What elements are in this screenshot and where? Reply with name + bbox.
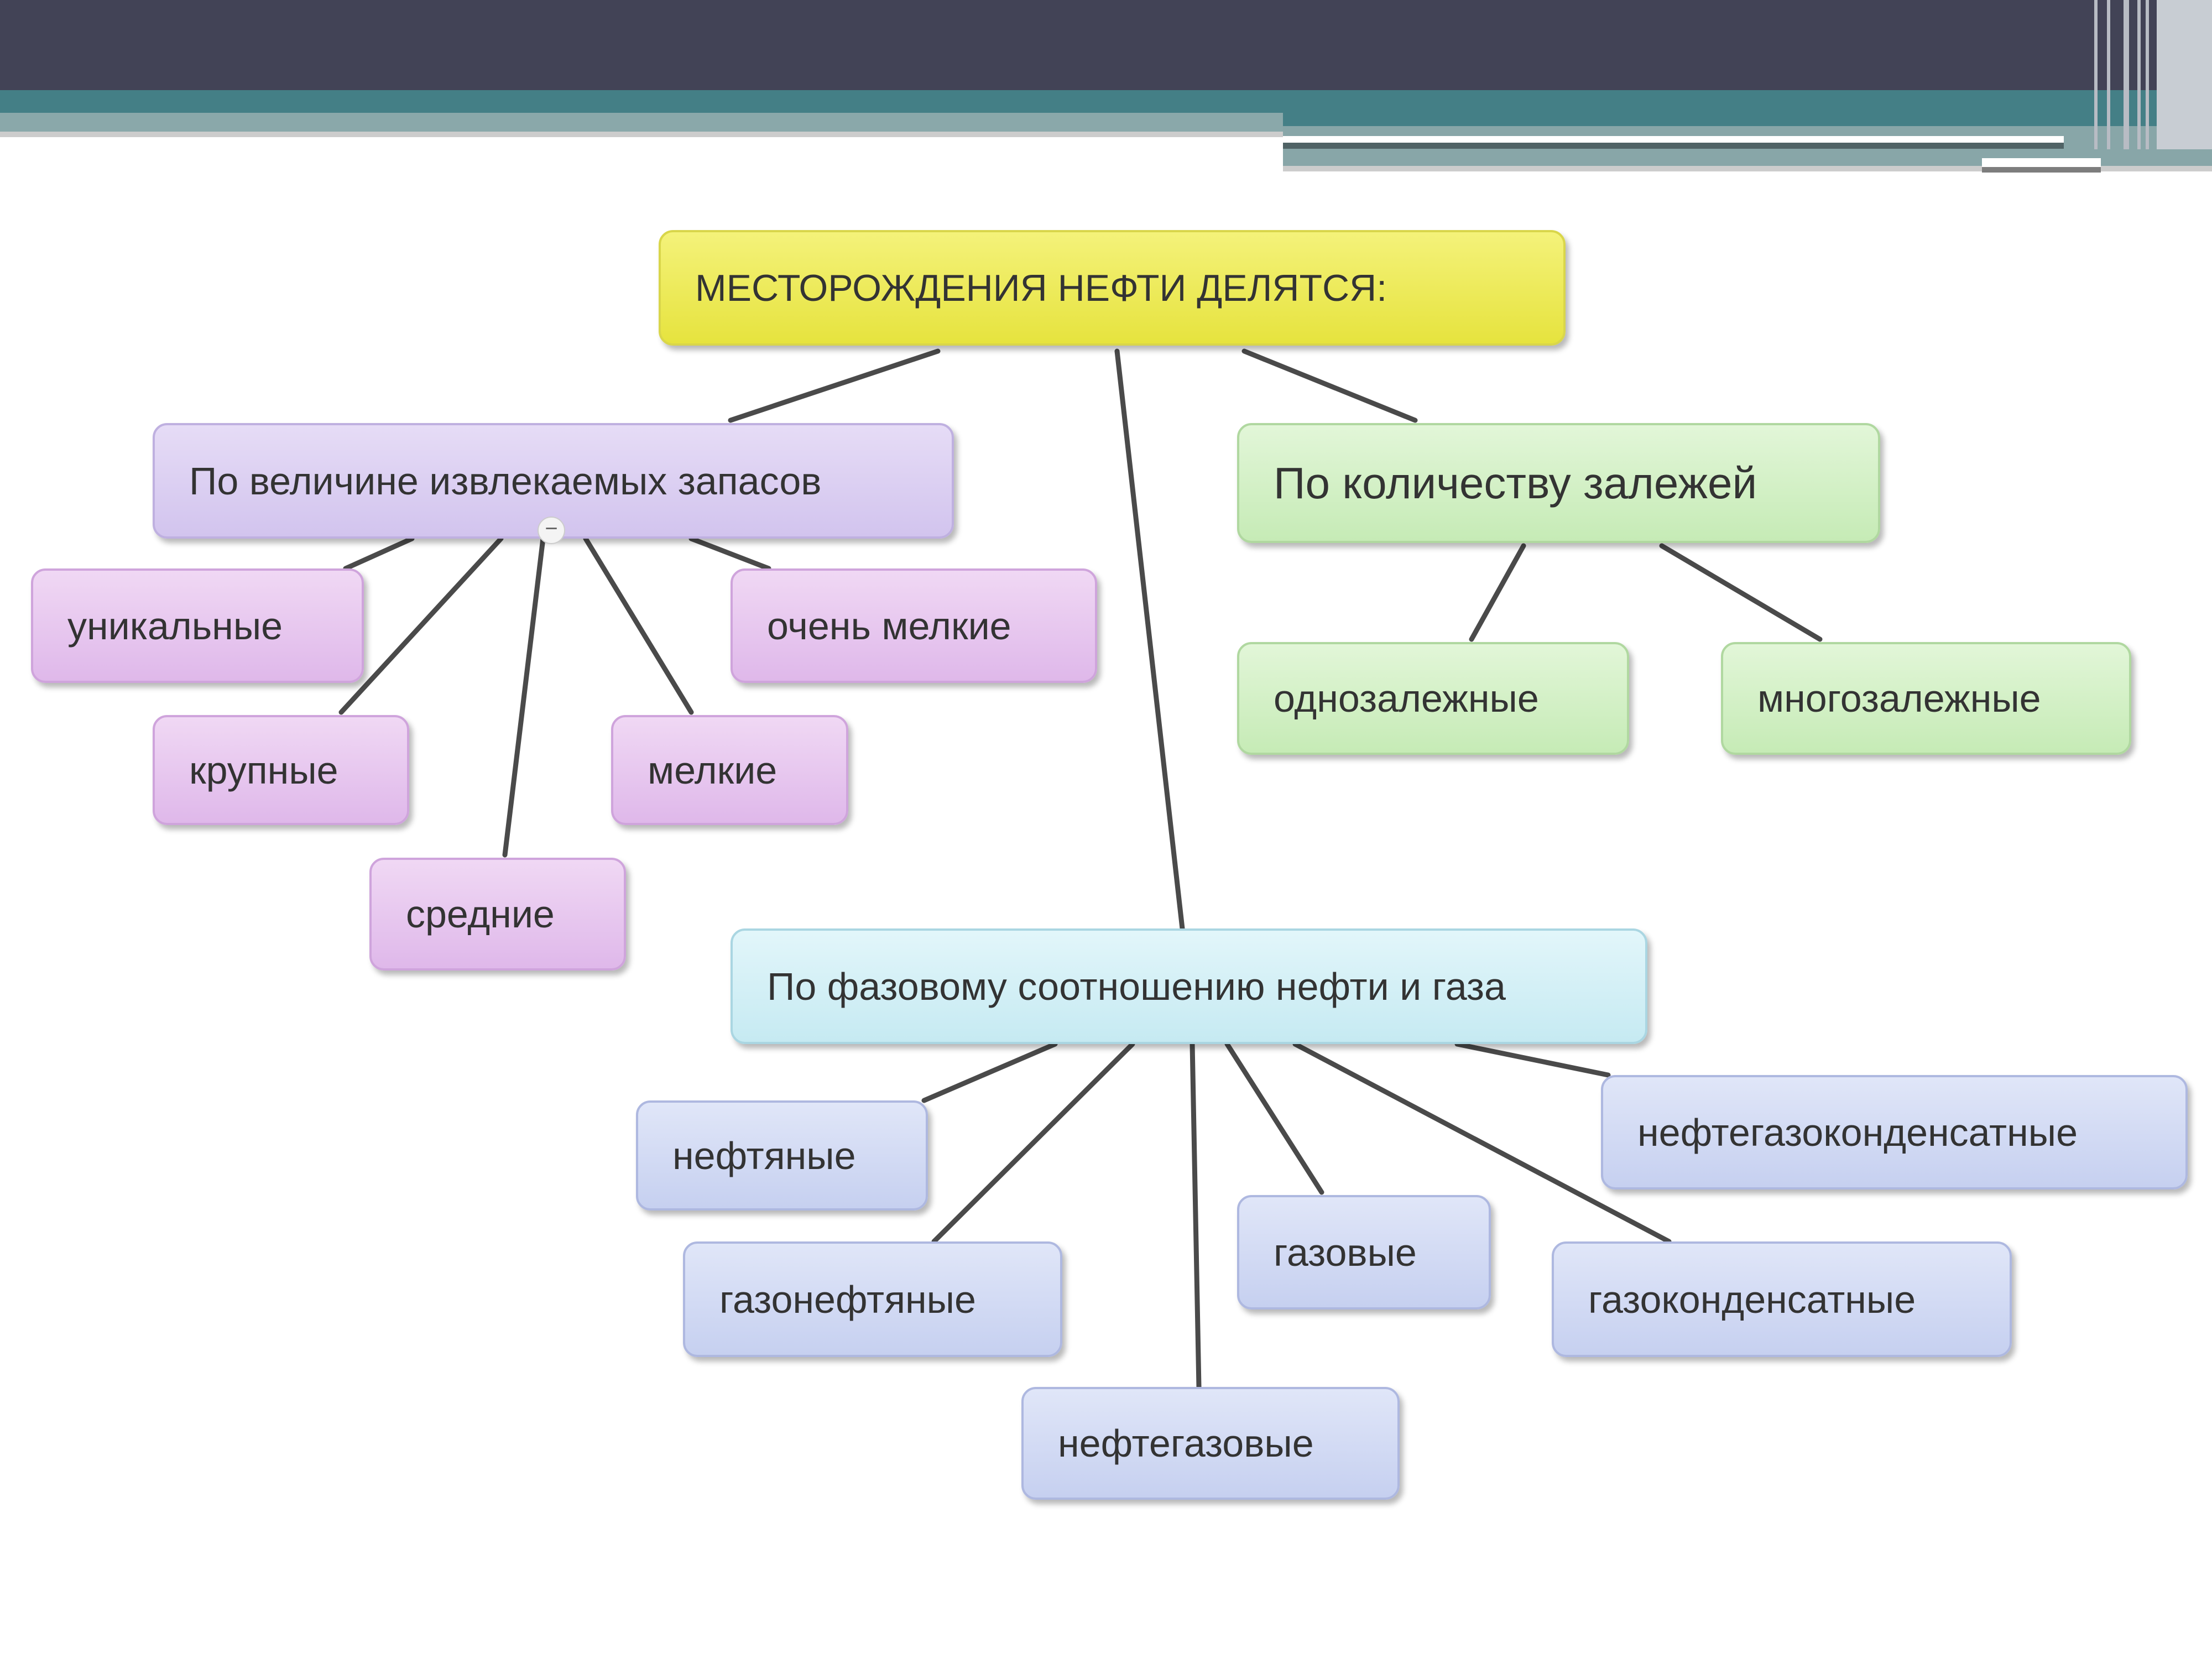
connector (688, 536, 771, 571)
node-large[interactable]: крупные (153, 715, 409, 825)
connector (343, 536, 415, 571)
slide-header-stripe (2094, 0, 2098, 149)
node-label: По величине извлекаемых запасов (189, 459, 822, 503)
slide-header-stripe (2157, 0, 2212, 149)
node-single-deposit[interactable]: однозалежные (1237, 642, 1629, 755)
slide-header-stripe (1283, 136, 2064, 149)
slide-header-stripe (2146, 0, 2149, 149)
connector (1469, 543, 1526, 642)
node-small[interactable]: мелкие (611, 715, 848, 825)
node-gas-condensate[interactable]: газоконденсатные (1552, 1241, 2012, 1357)
node-label: По количеству залежей (1274, 458, 1757, 508)
node-label: мелкие (648, 748, 778, 792)
connector (583, 536, 694, 715)
node-very-small[interactable]: очень мелкие (731, 568, 1097, 683)
connector (728, 348, 941, 423)
root-node[interactable]: МЕСТОРОЖДЕНИЯ НЕФТИ ДЕЛЯТСЯ: (659, 230, 1566, 346)
slide-header-bar (0, 0, 2212, 90)
node-multi-deposit[interactable]: многозалежные (1721, 642, 2131, 755)
slide-header-stripe (2107, 0, 2110, 149)
connector (1114, 348, 1185, 931)
node-label: многозалежные (1757, 677, 2041, 720)
node-label: уникальные (67, 604, 283, 648)
connector (1190, 1041, 1202, 1390)
node-medium[interactable]: средние (369, 858, 626, 971)
connector (1224, 1041, 1324, 1195)
node-label: очень мелкие (767, 604, 1011, 648)
slide-header-stripe (2137, 0, 2141, 149)
node-label: средние (406, 893, 555, 936)
node-oil[interactable]: нефтяные (636, 1100, 928, 1211)
connector (931, 1041, 1135, 1244)
node-label: однозалежные (1274, 677, 1539, 720)
connector (502, 536, 546, 858)
node-label: нефтегазоконденсатные (1637, 1110, 2078, 1154)
node-label: газонефтяные (719, 1277, 976, 1321)
connector (921, 1041, 1058, 1103)
node-size-category[interactable]: По величине извлекаемых запасов (153, 423, 954, 539)
node-label: МЕСТОРОЖДЕНИЯ НЕФТИ ДЕЛЯТСЯ: (695, 267, 1387, 309)
node-oil-gas[interactable]: нефтегазовые (1021, 1387, 1400, 1500)
slide-header-stripe (1982, 158, 2101, 173)
connector (338, 536, 504, 715)
collapse-toggle-button[interactable]: − (538, 517, 565, 544)
node-gas[interactable]: газовые (1237, 1195, 1491, 1310)
node-gas-oil[interactable]: газонефтяные (683, 1241, 1062, 1357)
node-label: газовые (1274, 1230, 1417, 1274)
connector (1292, 1041, 1672, 1244)
node-phase-category[interactable]: По фазовому соотношению нефти и газа (731, 928, 1647, 1044)
connector (1241, 348, 1418, 423)
node-label: По фазовому соотношению нефти и газа (767, 964, 1506, 1008)
node-label: газоконденсатные (1588, 1277, 1916, 1321)
node-label: нефтегазовые (1058, 1422, 1314, 1465)
slide-header-stripe (0, 113, 1283, 137)
slide-header-stripe (2124, 0, 2129, 149)
node-count-category[interactable]: По количеству залежей (1237, 423, 1880, 543)
connector (1454, 1041, 1611, 1078)
node-label: нефтяные (672, 1134, 856, 1177)
node-oil-gas-condensate[interactable]: нефтегазоконденсатные (1601, 1075, 2188, 1190)
node-unique[interactable]: уникальные (31, 568, 364, 683)
node-label: крупные (189, 748, 338, 792)
connector (1659, 543, 1823, 642)
